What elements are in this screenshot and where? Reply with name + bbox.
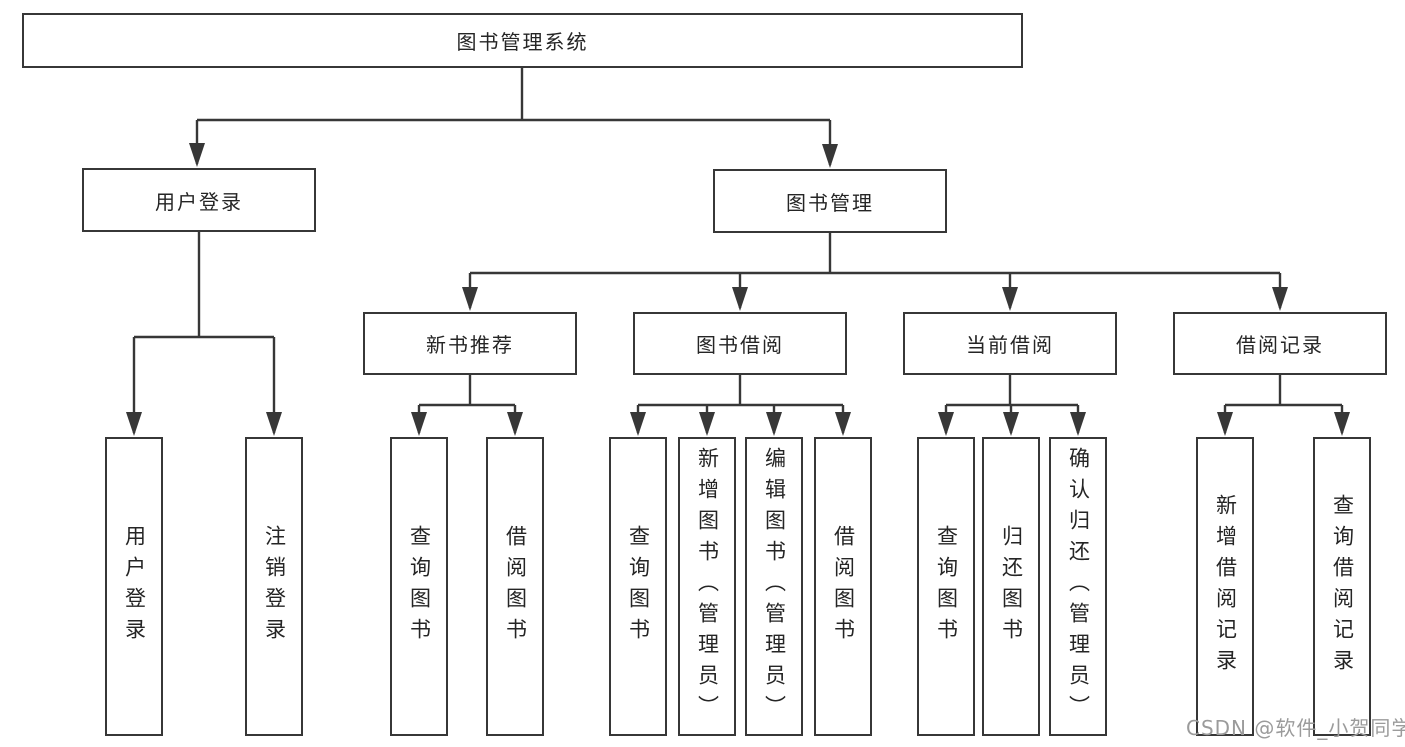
node-leaf-borrow-books-recommend: 借阅图书 bbox=[486, 437, 544, 736]
node-book-management: 图书管理 bbox=[713, 169, 947, 233]
node-leaf-user-login: 用户登录 bbox=[105, 437, 163, 736]
node-leaf-edit-books-admin: 编辑图书（管理员） bbox=[745, 437, 803, 736]
node-leaf-add-borrow-record: 新增借阅记录 bbox=[1196, 437, 1254, 736]
csdn-watermark: CSDN @软件_小贺同学 bbox=[1186, 716, 1405, 740]
node-leaf-logout: 注销登录 bbox=[245, 437, 303, 736]
node-current-borrowing: 当前借阅 bbox=[903, 312, 1117, 375]
node-borrowing-records: 借阅记录 bbox=[1173, 312, 1387, 375]
node-user-login: 用户登录 bbox=[82, 168, 316, 232]
node-leaf-confirm-return-admin: 确认归还（管理员） bbox=[1049, 437, 1107, 736]
node-leaf-query-borrow-record: 查询借阅记录 bbox=[1313, 437, 1371, 736]
node-leaf-query-books-recommend: 查询图书 bbox=[390, 437, 448, 736]
node-leaf-add-books-admin: 新增图书（管理员） bbox=[678, 437, 736, 736]
node-leaf-borrow-books: 借阅图书 bbox=[814, 437, 872, 736]
node-book-borrowing: 图书借阅 bbox=[633, 312, 847, 375]
node-leaf-return-books: 归还图书 bbox=[982, 437, 1040, 736]
connector-paths bbox=[132, 66, 1344, 433]
node-leaf-query-books-current: 查询图书 bbox=[917, 437, 975, 736]
node-leaf-query-books-borrowing: 查询图书 bbox=[609, 437, 667, 736]
node-library-management-system: 图书管理系统 bbox=[22, 13, 1023, 68]
node-new-book-recommendation: 新书推荐 bbox=[363, 312, 577, 375]
